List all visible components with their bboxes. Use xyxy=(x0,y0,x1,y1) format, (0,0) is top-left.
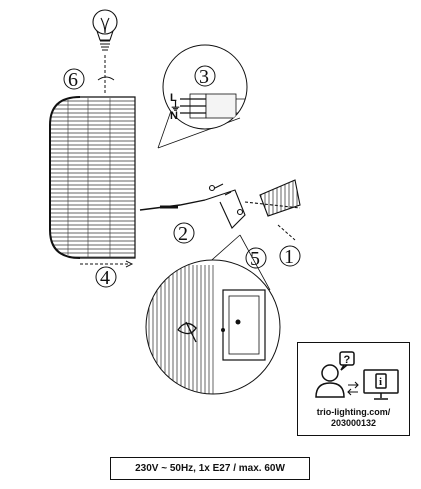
svg-text:i: i xyxy=(379,376,382,388)
rotate-arrow-icon xyxy=(97,76,115,81)
step-6-label: 6 xyxy=(68,69,78,91)
svg-text:?: ? xyxy=(344,354,351,366)
live-label: L xyxy=(170,92,177,104)
info-url-line2: 203000132 xyxy=(330,418,377,428)
neutral-label: N xyxy=(170,110,178,122)
info-monitor-icon: i xyxy=(363,369,399,400)
step-1-circle xyxy=(279,245,301,267)
electrical-spec-box: 230V ~ 50Hz, 1x E27 / max. 60W xyxy=(110,457,310,480)
light-bulb-icon xyxy=(92,9,118,51)
step-2-label: 2 xyxy=(178,223,188,245)
exchange-arrows-icon xyxy=(347,381,359,396)
step-4-label: 4 xyxy=(100,267,110,289)
step-1-label: 1 xyxy=(284,246,294,268)
step-5-label: 5 xyxy=(250,248,260,270)
step-6-circle xyxy=(63,68,85,90)
mounting-bracket xyxy=(139,179,301,229)
electrical-spec-text: 230V ~ 50Hz, 1x E27 / max. 60W xyxy=(135,463,285,474)
lamp-shade xyxy=(49,96,136,259)
support-illustration: ? i xyxy=(315,351,399,400)
online-info-box: ? i trio-lighting.com/ 203000132 xyxy=(297,342,410,436)
step-4-circle xyxy=(95,266,117,288)
info-url-line1: trio-lighting.com/ xyxy=(316,407,391,417)
step-5-circle xyxy=(245,247,267,269)
step-2-circle xyxy=(173,222,195,244)
step-3-label: 3 xyxy=(199,66,209,88)
screw-arrow xyxy=(277,224,296,241)
earth-symbol-icon: ⏚ xyxy=(170,100,181,113)
question-bubble-icon: ? xyxy=(315,351,355,398)
step-3-circle xyxy=(194,65,216,87)
